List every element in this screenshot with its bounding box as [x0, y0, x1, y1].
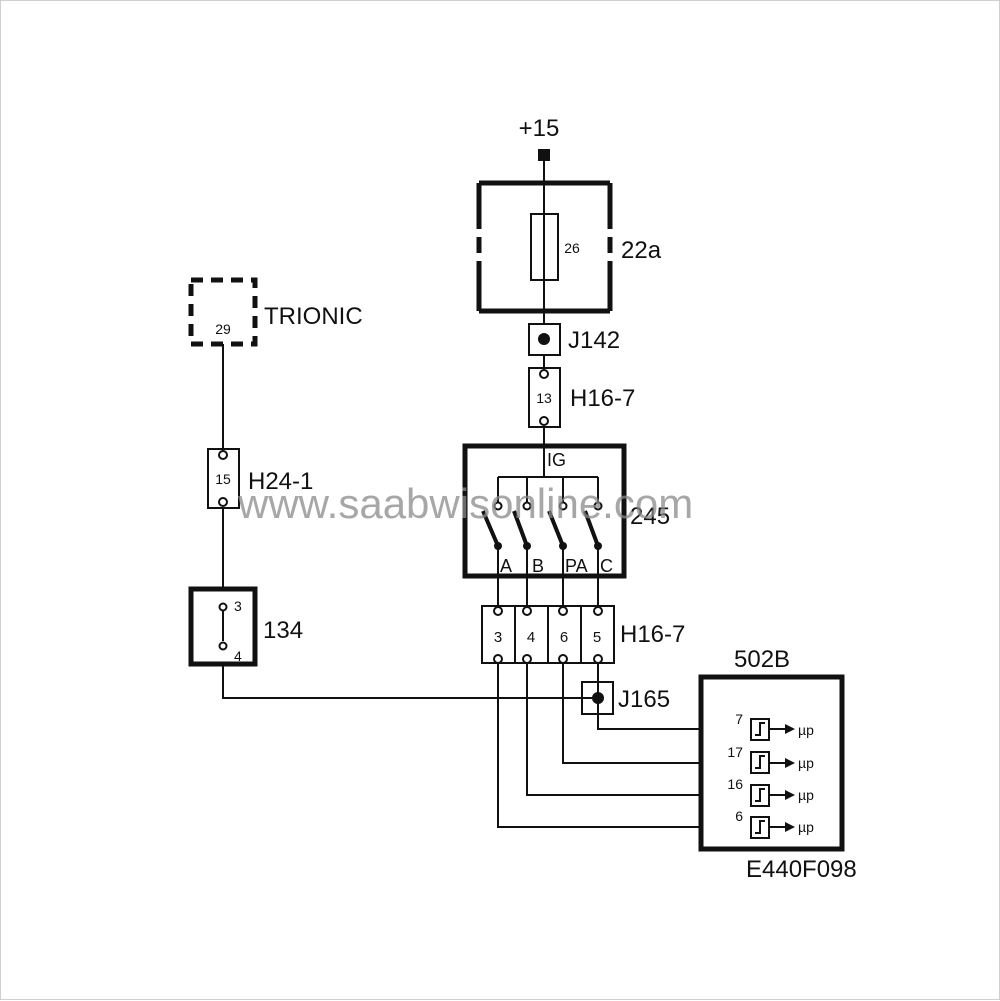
contact-label-pa: PA [565, 556, 588, 576]
j142-junction-dot [538, 333, 550, 345]
trionic-pin: 29 [215, 321, 231, 337]
ecu-output-6: µp [798, 819, 814, 835]
h16-7-lower-pin-5: 5 [593, 629, 601, 646]
h24-1-pin-bottom [218, 497, 228, 507]
h16-7-upper-pin-number: 13 [536, 390, 552, 406]
ecu-output-7: µp [798, 722, 814, 738]
contact-label-c: C [600, 556, 613, 576]
fuse-box-ref: 22a [621, 237, 662, 264]
ecu-pin-16: 16 [727, 776, 743, 792]
h24-1-label: H24-1 [248, 468, 313, 495]
ignition-input-label: IG [547, 450, 566, 470]
trionic-label: TRIONIC [264, 303, 363, 330]
h16-7-upper-pin-bottom [539, 416, 549, 426]
fuse-number: 26 [564, 240, 580, 256]
switch-134-pin-3-label: 3 [234, 598, 242, 614]
ecu-output-17: µp [798, 755, 814, 771]
ecu-input-17 [750, 751, 795, 774]
h16-7-lower-pin-6: 6 [560, 629, 568, 646]
switch-134-pin-3 [218, 602, 228, 612]
supply-label: +15 [519, 115, 560, 142]
fuse-box-22a [476, 180, 613, 314]
h16-7-upper-pin-top [539, 369, 549, 379]
ecu-pin-7: 7 [735, 711, 743, 727]
h16-7-lower-pin-3: 3 [494, 629, 502, 646]
ecu-ref: 502B [734, 646, 790, 673]
contact-label-b: B [532, 556, 544, 576]
switch-134-pin-4-label: 4 [234, 648, 242, 664]
wire-to-input-16 [526, 663, 751, 796]
ignition-switch-ref: 245 [630, 503, 670, 530]
wire-to-input-17 [562, 663, 751, 764]
ecu-pin-6: 6 [735, 808, 743, 824]
wire-to-input-6 [497, 663, 751, 828]
ecu-input-6 [750, 816, 795, 839]
figure-code: E440F098 [746, 856, 857, 883]
h16-7-lower-pin-4: 4 [527, 629, 535, 646]
h24-1-pin-top [218, 450, 228, 460]
supply-terminal [538, 149, 550, 161]
contact-label-a: A [500, 556, 512, 576]
wire-134-j165 [222, 664, 598, 699]
watermark-text: www.saabwisonline.com [237, 480, 693, 527]
switch-134-ref: 134 [263, 617, 303, 644]
j165-junction-dot [592, 692, 604, 704]
ecu-output-16: µp [798, 787, 814, 803]
h16-7-lower-connector [481, 605, 615, 664]
h16-7-upper-label: H16-7 [570, 385, 635, 412]
switch-134-pin-4 [218, 641, 228, 651]
ecu-input-7 [750, 718, 795, 741]
j142-label: J142 [568, 327, 620, 354]
h16-7-lower-label: H16-7 [620, 621, 685, 648]
ecu-input-16 [750, 784, 795, 807]
ecu-pin-17: 17 [727, 744, 743, 760]
h24-1-pin-number: 15 [215, 471, 231, 487]
j165-label: J165 [618, 686, 670, 713]
